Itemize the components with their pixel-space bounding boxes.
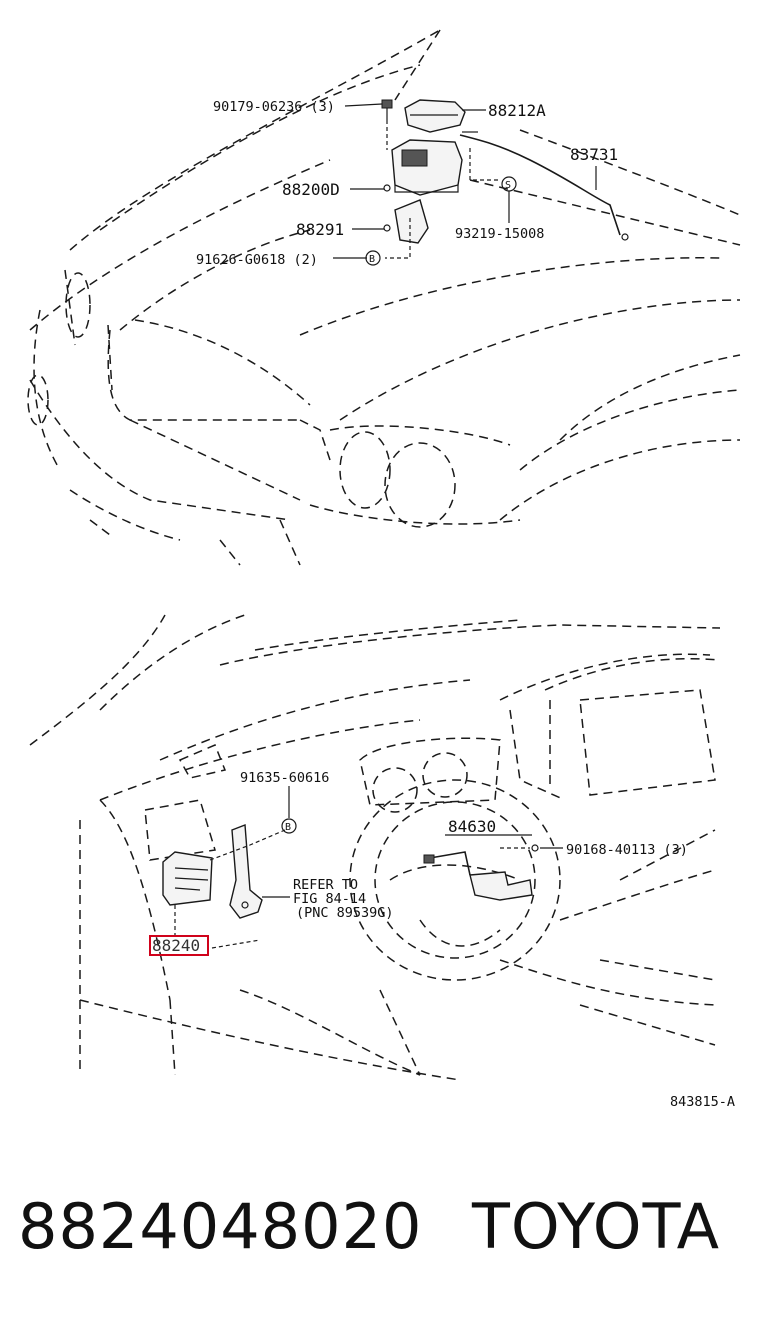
marker-b-circle-top: B [365,250,381,266]
bracket-88291 [394,199,429,244]
label-88291: 88291 [296,220,344,239]
label-88212A: 88212A [488,101,546,120]
marker-b-circle-bottom: B [281,818,297,834]
marker-s-circle: S [501,176,517,192]
label-84630: 84630 [448,817,496,836]
label-90179: 90179-06236 (3) [213,99,335,115]
steering-wheel [349,779,561,981]
label-93219: 93219-15008 [455,226,544,242]
refer-note-line3: (PNC 89539G) [296,905,394,921]
label-90168: 90168-40113 (3) [566,842,688,858]
refer-note-line1: REFER TO [293,877,358,893]
footer-part-number: 8824048020 [18,1190,423,1263]
vehicle-front-drawing [27,29,741,566]
label-83731: 83731 [570,145,618,164]
computer-bracket [229,824,263,919]
label-91635: 91635-60616 [240,770,329,786]
control-cable-83731 [459,134,621,236]
cruise-actuator-assembly [381,99,629,259]
highlight-box-88240 [149,935,209,956]
svg-text:B: B [369,254,375,265]
dashboard-drawing [29,614,721,1081]
figure-id: 843815-A [670,1094,735,1110]
label-88200D: 88200D [282,180,340,199]
bottom-parts [162,824,539,949]
cruise-switch-84630 [469,871,533,901]
svg-text:B: B [285,822,291,833]
label-91626: 91626-G0618 (2) [196,252,318,268]
top-callouts: 90179-06236 (3) 88212A 83731 88200D 8829… [196,99,618,268]
refer-note-line2: FIG 84-14 [293,891,366,907]
actuator-88200D [391,139,463,196]
label-88240[interactable]: 88240 [152,936,200,955]
footer-brand: TOYOTA [472,1190,721,1263]
svg-text:S: S [505,180,511,191]
bottom-callouts: 91635-60616 B 84630 90168-40113 (3) REFE… [149,770,688,956]
bolt-90179 [381,99,393,109]
actuator-cover-88212A [404,99,466,133]
